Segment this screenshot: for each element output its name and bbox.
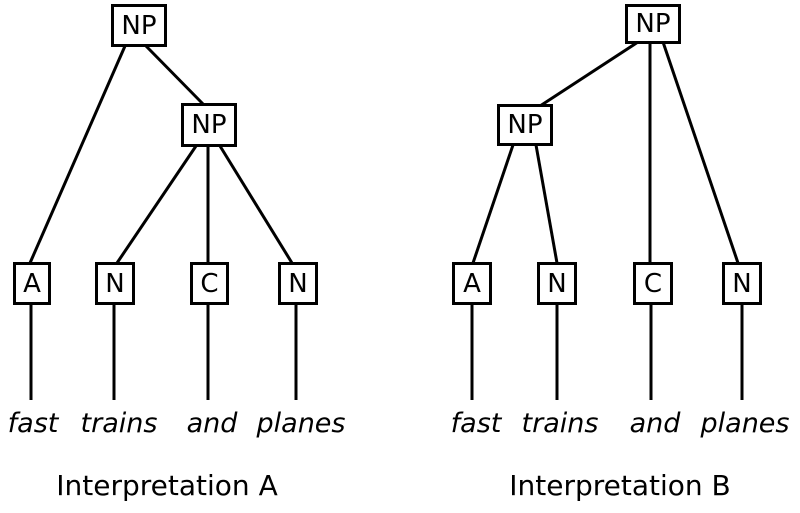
tree-a-leaf-n1-node: N: [95, 262, 135, 305]
tree-a-leaf-n2-node: N: [278, 262, 318, 305]
tree-a-edge-root-to-a: [28, 45, 127, 264]
tree-b-word-trains: trains: [521, 408, 599, 439]
tree-b-edge-root-to-n2: [661, 41, 740, 264]
tree-a-caption: Interpretation A: [56, 469, 278, 502]
tree-a-inner-np-node: NP: [181, 103, 237, 147]
tree-a-edge-inner-to-n1: [115, 145, 198, 264]
tree-a-edge-root-to-inner-np: [144, 44, 206, 107]
tree-b-leaf-a-node: A: [452, 262, 492, 305]
tree-b-leaf-n2-node: N: [722, 262, 762, 305]
tree-a-word-and: and: [186, 408, 238, 439]
tree-a-word-planes: planes: [256, 408, 346, 439]
tree-a-edge-inner-to-n2: [218, 145, 294, 264]
tree-b-leaf-n1-node: N: [537, 262, 577, 305]
tree-a-leaf-c-node: C: [190, 262, 229, 305]
tree-b-root-np-node: NP: [625, 4, 681, 44]
tree-b-inner-np-node: NP: [497, 104, 553, 146]
tree-a-leaf-a-node: A: [13, 262, 51, 305]
tree-b-edge-inner-to-a: [471, 144, 515, 264]
tree-b-word-planes: planes: [700, 408, 790, 439]
tree-a-word-fast: fast: [7, 408, 59, 439]
tree-b-leaf-c-node: C: [633, 262, 673, 305]
tree-a-root-np-node: NP: [111, 4, 167, 47]
tree-b-word-fast: fast: [450, 408, 502, 439]
tree-b-caption: Interpretation B: [509, 469, 731, 502]
tree-b-edge-root-to-inner-np: [539, 40, 639, 108]
tree-b-word-and: and: [629, 408, 681, 439]
tree-b-edge-inner-to-n1: [534, 144, 559, 264]
tree-a-word-trains: trains: [80, 408, 158, 439]
